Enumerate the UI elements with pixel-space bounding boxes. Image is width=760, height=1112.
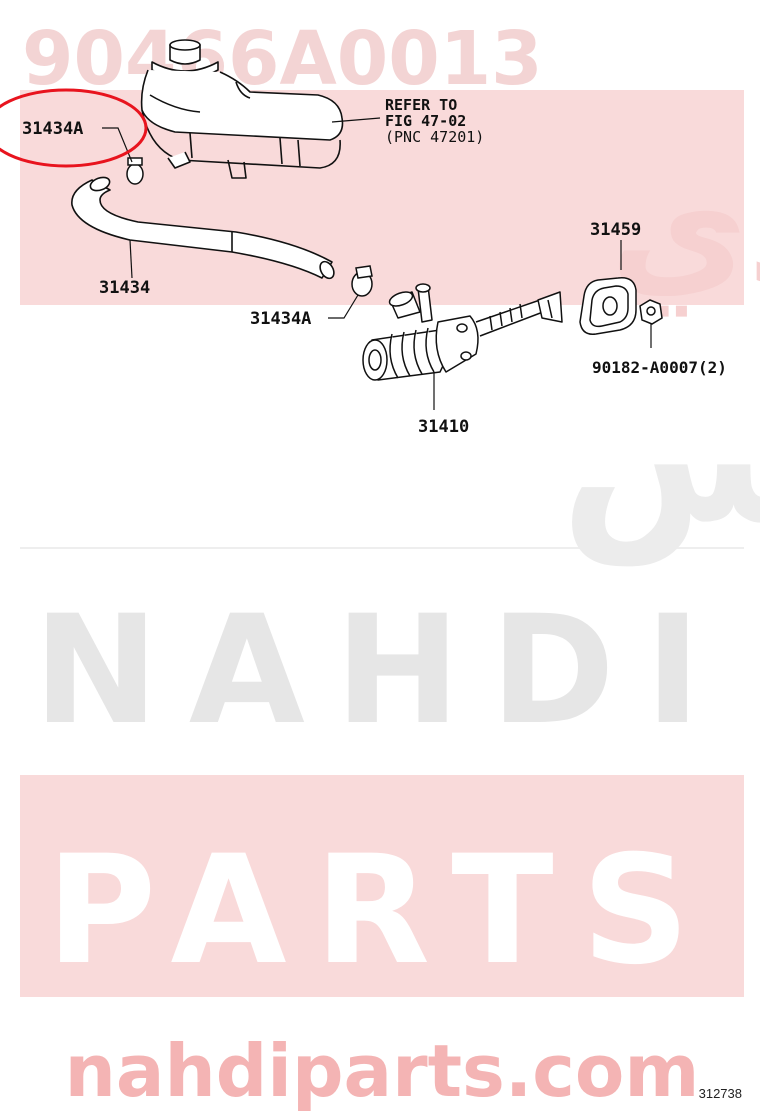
hose-clip-top [126,157,144,185]
watermark-part-number: 90466A0013 [22,16,543,102]
watermark-arabic-mid: بارتس [560,344,760,567]
watermark-band-top [20,90,744,305]
reservoir-hose [71,176,335,280]
watermark-band-bottom [20,775,744,997]
label-clip-top: 31434A [22,119,83,139]
label-gasket: 31459 [590,220,641,240]
watermark-brand-nahdi: NAHDI [33,584,731,758]
highlight-circle [0,88,148,168]
diagram-id: 312738 [699,1086,742,1101]
label-clip-mid: 31434A [250,309,311,329]
label-reservoir-ref-1: REFER TO [385,96,457,114]
watermark-website: nahdiparts.com [65,1029,700,1112]
nut [639,299,663,325]
reservoir-tank [140,39,344,179]
hose-clip-mid [351,265,373,297]
leader-clip-mid [328,294,359,319]
leader-reservoir [331,117,381,123]
watermark-brand-parts: PARTS [46,824,717,998]
label-reservoir-ref-3: (PNC 47201) [385,128,484,146]
gasket [579,277,637,335]
leader-clip-top [102,127,133,163]
leader-hose [129,239,133,279]
label-master-cylinder: 31410 [418,417,469,437]
label-hose: 31434 [99,278,150,298]
label-nut: 90182-A0007(2) [592,358,727,377]
clutch-master-cylinder [362,283,563,381]
label-reservoir-ref-2: FIG 47-02 [385,112,466,130]
